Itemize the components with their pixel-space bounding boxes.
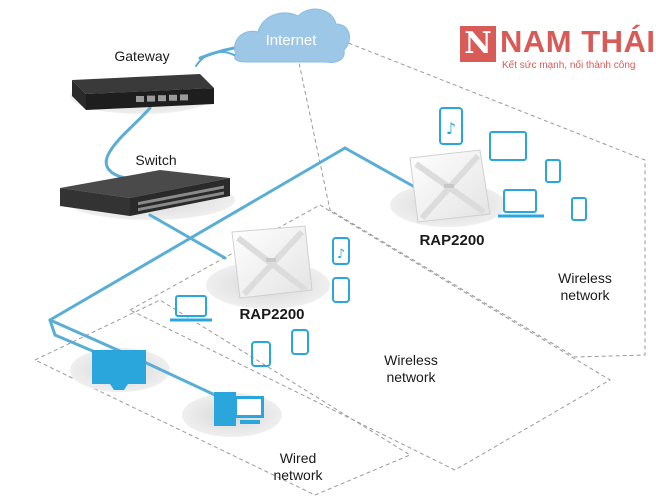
phone-video-icon — [332, 277, 350, 303]
ap-right-device — [409, 149, 491, 223]
zone-wireless-right-outline — [289, 19, 646, 358]
zone-wireless-right-line2: network — [560, 286, 610, 303]
desktop-pc-icon — [214, 392, 264, 426]
internet-cloud — [234, 8, 351, 63]
switch-label: Switch — [135, 152, 177, 168]
tablet-image-icon-right — [571, 197, 587, 221]
link-switch-ap-left — [148, 213, 227, 260]
zone-wireless-right-line1: Wireless — [558, 270, 612, 286]
laptop-icon — [175, 295, 207, 317]
phone-play-icon-right — [545, 159, 561, 183]
tablet-image-icon — [251, 341, 271, 367]
display-icon — [92, 350, 146, 390]
brand-logo: N NAM THÁI Kết sức mạnh, nối thành công — [460, 24, 656, 76]
right-ap-clients — [439, 107, 587, 221]
gateway-device — [72, 74, 214, 110]
link-gateway-internet-loop — [195, 50, 237, 67]
monitor-browser-icon — [489, 131, 527, 161]
zone-wireless-left-outline — [128, 204, 611, 471]
link-backbone — [48, 146, 347, 322]
ap-left-label: RAP2200 — [239, 306, 305, 323]
zone-wired-line2: network — [273, 466, 323, 483]
phone-play-icon — [291, 329, 309, 355]
music-note-icon-left: ♪ — [337, 247, 345, 262]
music-note-icon: ♪ — [446, 119, 456, 138]
left-ap-clients — [170, 237, 350, 367]
zone-wireless-left-line2: network — [386, 368, 436, 385]
zone-wired-line1: Wired — [279, 450, 317, 466]
link-gateway-switch — [104, 106, 152, 180]
switch-ports — [138, 185, 224, 212]
zone-wired-label: Wired network — [258, 450, 338, 484]
zone-outlines — [33, 19, 646, 496]
ap-left-device — [231, 225, 313, 299]
zone-wired-outline — [33, 299, 412, 496]
logo-name: NAM THÁI — [500, 24, 656, 59]
phone-music-icon-right — [439, 107, 463, 145]
phone-music-icon — [332, 237, 350, 265]
zone-wireless-left-line1: Wireless — [384, 352, 438, 368]
gateway-label: Gateway — [114, 48, 170, 64]
zone-wireless-right-label: Wireless network — [545, 270, 625, 304]
switch-device — [60, 170, 230, 216]
logo-tagline: Kết sức mạnh, nối thành công — [502, 60, 636, 71]
cloud-icon — [234, 8, 351, 63]
logo-mark-letter: N — [464, 26, 492, 61]
internet-label: Internet — [265, 32, 317, 49]
link-backbone-ap-right — [343, 146, 422, 192]
logo-mark-icon: N — [460, 26, 496, 62]
zone-wireless-left-label: Wireless network — [371, 352, 451, 386]
link-to-display — [48, 318, 97, 354]
laptop-icon-right — [503, 189, 537, 213]
ap-right-label: RAP2200 — [419, 232, 485, 249]
